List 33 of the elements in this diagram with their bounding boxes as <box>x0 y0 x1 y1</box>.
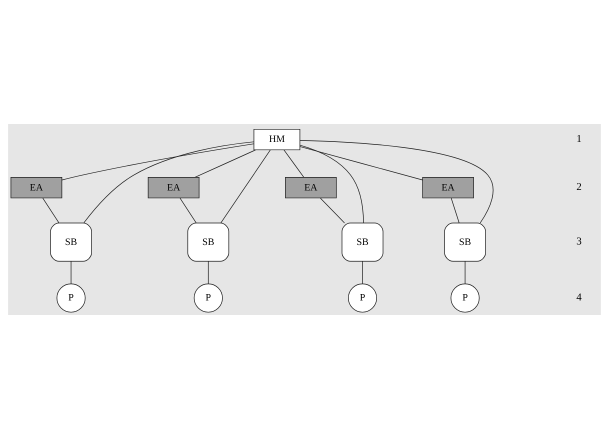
connector <box>284 149 304 178</box>
node-circle: P <box>348 283 377 312</box>
node-box: EA <box>148 176 200 198</box>
label: 4 <box>576 292 582 303</box>
connector <box>220 149 271 223</box>
connector <box>70 260 72 284</box>
connector <box>300 146 423 180</box>
label: 2 <box>576 182 582 193</box>
node-box: EA <box>285 176 337 198</box>
node-box: SB <box>444 222 486 262</box>
node-circle: P <box>194 283 223 312</box>
connector <box>84 140 254 223</box>
node-circle: P <box>56 283 86 312</box>
connector <box>180 197 197 223</box>
connector <box>300 140 494 223</box>
node-box: SB <box>342 222 384 262</box>
label: 1 <box>576 134 582 145</box>
node-box: EA <box>422 176 474 198</box>
connector <box>42 197 60 223</box>
node-box: EA <box>10 176 62 198</box>
connector <box>320 197 345 223</box>
connector <box>208 260 209 284</box>
node-circle: P <box>450 283 480 312</box>
connector <box>362 260 363 284</box>
connector <box>450 197 460 223</box>
node-box: SB <box>50 222 92 262</box>
node-box: SB <box>187 222 230 262</box>
connector <box>62 142 254 180</box>
label: 3 <box>576 236 582 248</box>
node-box: HM <box>254 128 300 150</box>
connector <box>194 148 256 178</box>
connector <box>464 260 466 284</box>
connector <box>300 144 364 223</box>
